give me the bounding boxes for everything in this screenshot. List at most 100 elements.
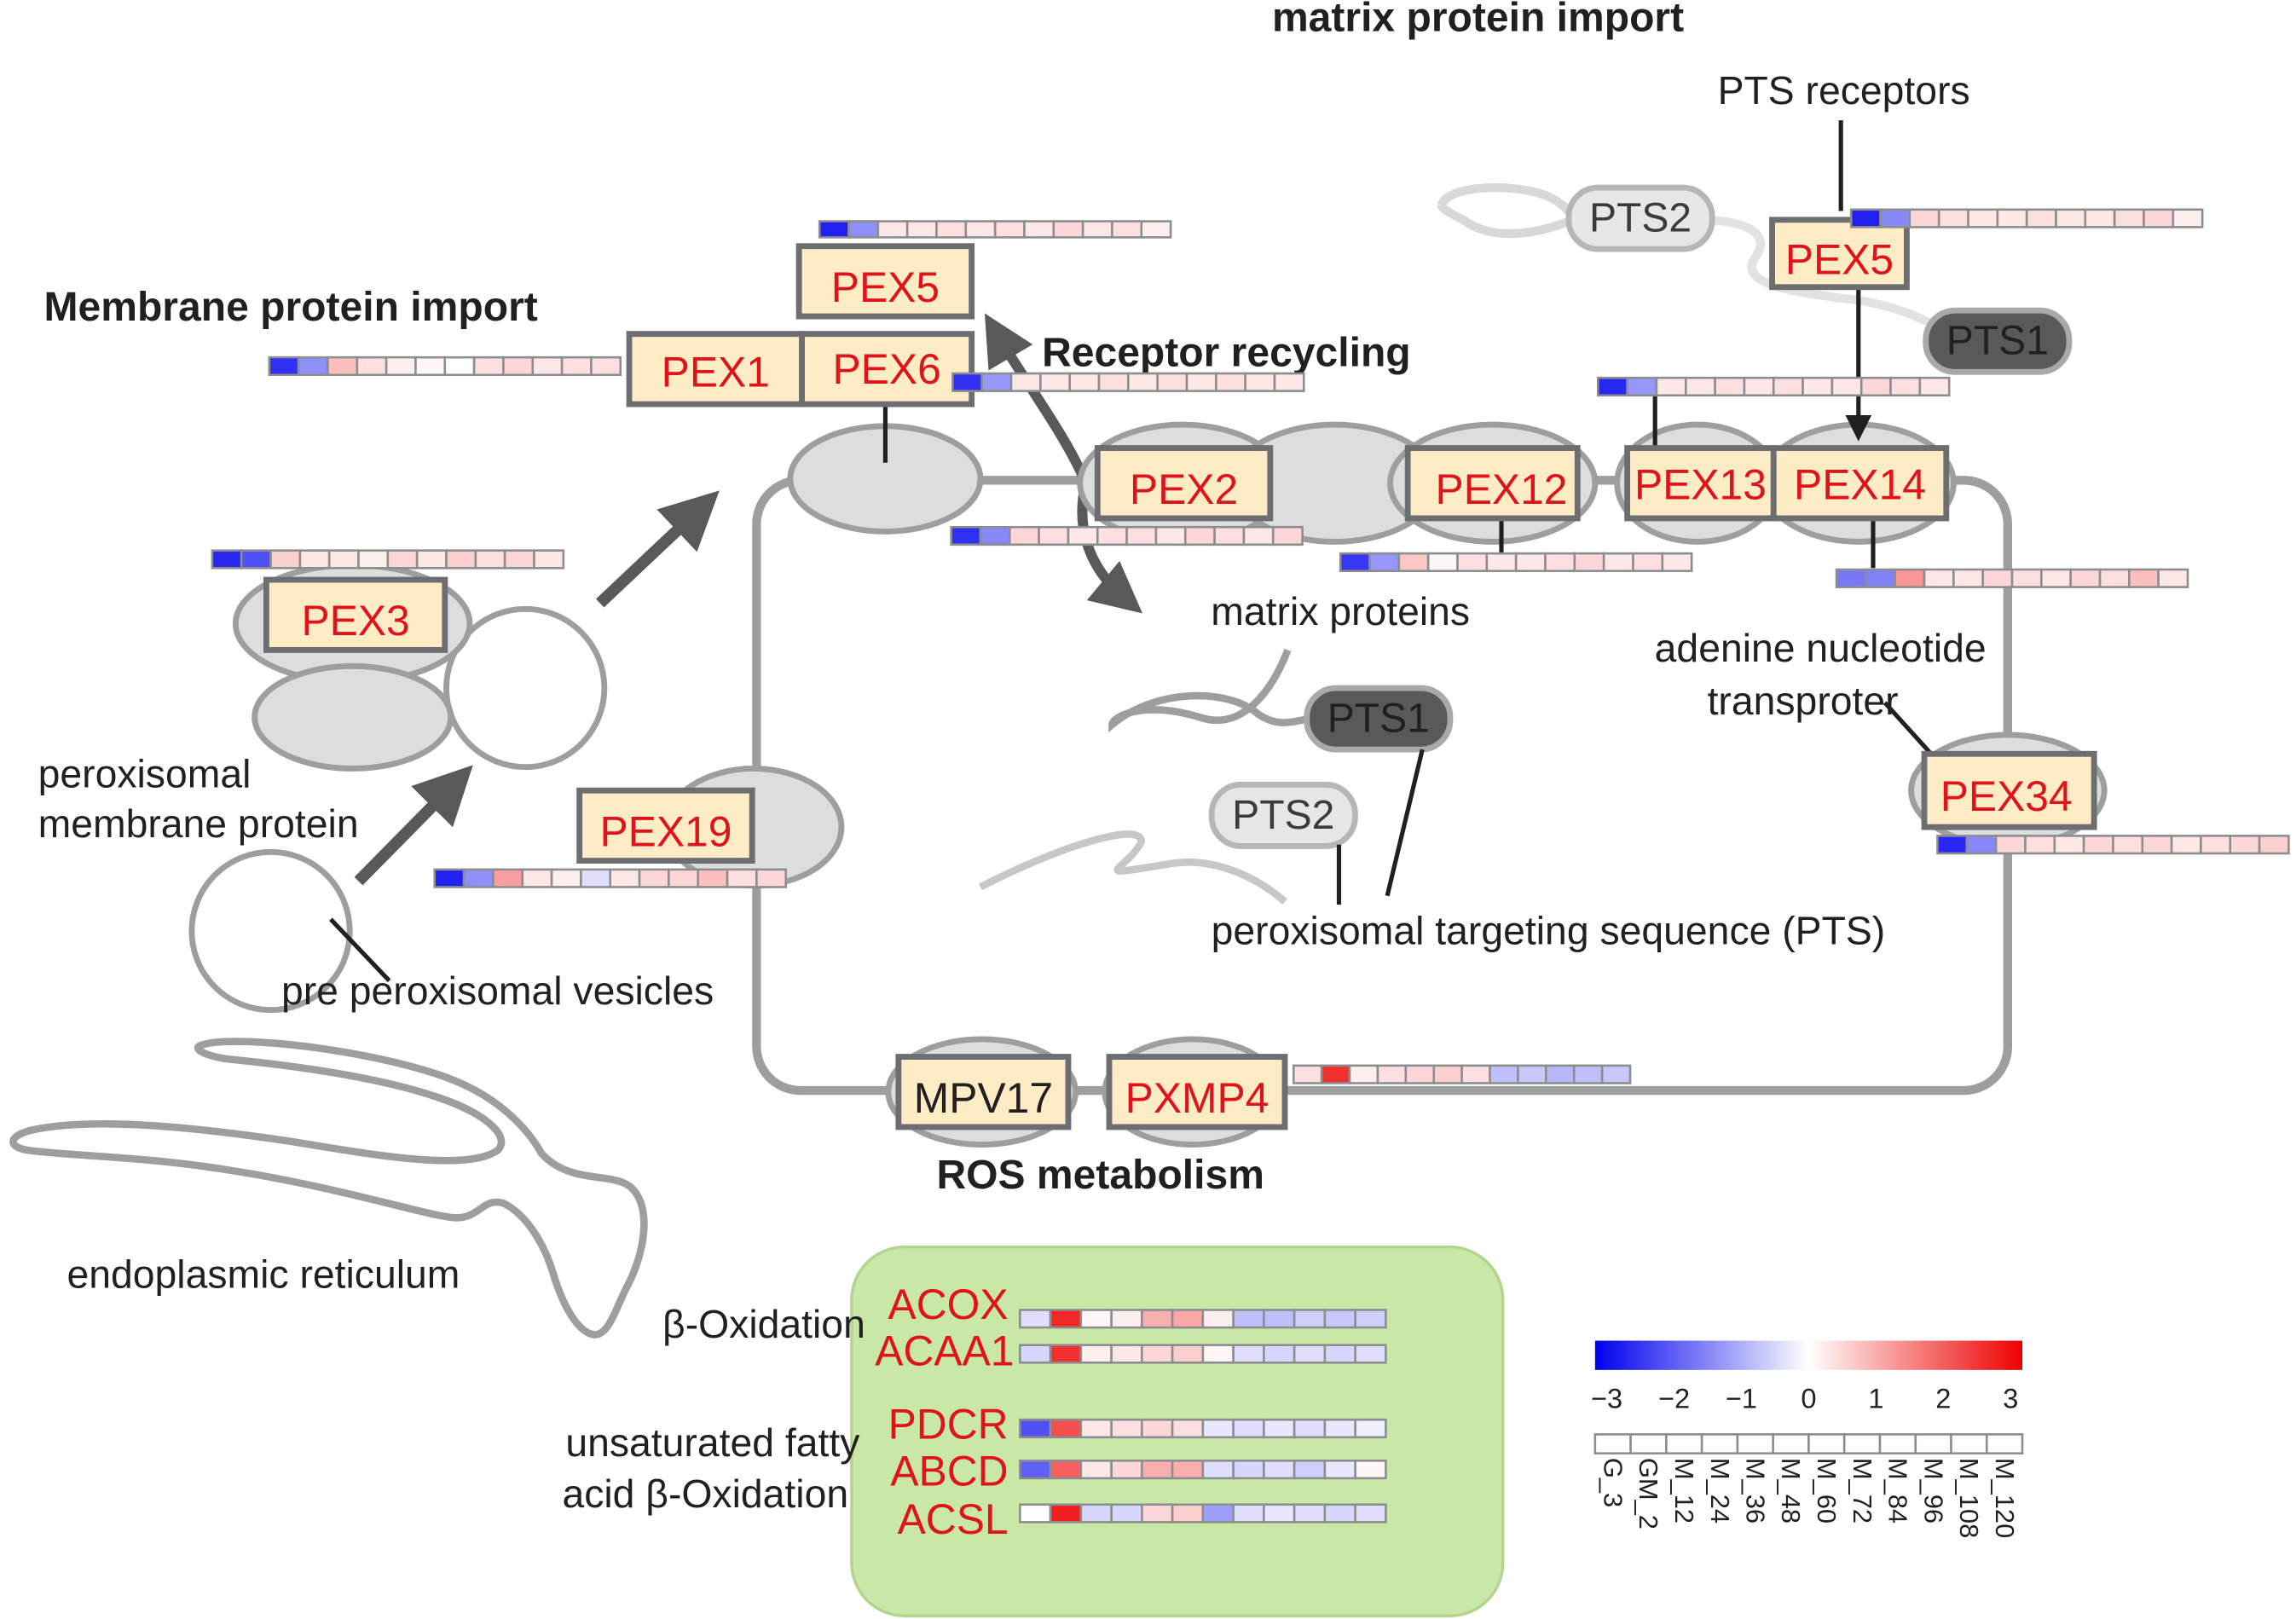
heatmap-cell-pex1-10 bbox=[560, 356, 593, 377]
heatmap-cell-pex3-9 bbox=[474, 549, 506, 570]
heatmap-cell-abcd-8 bbox=[1263, 1460, 1296, 1480]
pre-vesicle-leader bbox=[329, 917, 391, 983]
scale-tick-label: 1 bbox=[1868, 1382, 1883, 1414]
sample-legend-cell bbox=[1629, 1433, 1668, 1454]
heatmap-cell-pex34-5 bbox=[2082, 835, 2114, 855]
heatmap-cell-pxmp4-7 bbox=[1489, 1064, 1519, 1084]
pex3-label: PEX3 bbox=[301, 597, 409, 645]
heatmap-cell-pex14-10 bbox=[2128, 568, 2160, 588]
heatmap-cell-acox-10 bbox=[1323, 1309, 1356, 1329]
pts1-top-label: PTS1 bbox=[1946, 319, 2049, 364]
heatmap-cell-acox-3 bbox=[1110, 1309, 1143, 1329]
mpv17-box[interactable] bbox=[895, 1054, 1072, 1130]
heatmap-cell-pex12-5 bbox=[1485, 552, 1518, 573]
sample-legend-cell bbox=[1772, 1433, 1810, 1454]
heatmap-cell-pex5_right-8 bbox=[2084, 208, 2116, 228]
heatmap-cell-pex13-10 bbox=[1889, 376, 1922, 397]
pts1-inside-label: PTS1 bbox=[1327, 697, 1430, 742]
heatmap-cell-pdcr-7 bbox=[1232, 1418, 1265, 1439]
heatmap-pex12 bbox=[1339, 552, 1693, 573]
mpv17-label: MPV17 bbox=[914, 1074, 1053, 1122]
heatmap-cell-pex12-7 bbox=[1544, 552, 1576, 573]
heatmap-cell-pex34-2 bbox=[1994, 835, 2027, 855]
pex6-box[interactable] bbox=[799, 331, 975, 408]
pre-peroxisomal-vesicles-label: pre peroxisomal vesicles bbox=[281, 969, 714, 1013]
scale-tick-label: −1 bbox=[1726, 1382, 1757, 1414]
heatmap-cell-pex1-1 bbox=[297, 356, 329, 377]
heatmap-cell-pxmp4-8 bbox=[1517, 1064, 1547, 1084]
pex5-center-box[interactable] bbox=[795, 243, 975, 320]
heatmap-pex14 bbox=[1835, 568, 2189, 588]
pex1-box[interactable] bbox=[626, 331, 806, 408]
heatmap-cell-pex14-6 bbox=[2010, 568, 2043, 588]
heatmap-cell-acaa1-0 bbox=[1019, 1344, 1052, 1364]
heatmap-cell-pex1-0 bbox=[268, 356, 300, 377]
pex3-box[interactable] bbox=[263, 576, 448, 653]
sample-label: M_24 bbox=[1705, 1458, 1735, 1524]
heatmap-cell-pex6-9 bbox=[1215, 372, 1246, 392]
heatmap-cell-pex19-1 bbox=[462, 868, 494, 888]
pts2-inside-label: PTS2 bbox=[1232, 793, 1334, 838]
heatmap-cell-pex19-6 bbox=[609, 868, 641, 888]
heatmap-cell-pex19-5 bbox=[580, 868, 612, 888]
heatmap-cell-pex1-2 bbox=[327, 356, 359, 377]
heatmap-cell-acox-7 bbox=[1232, 1309, 1265, 1329]
heatmap-cell-pex2-7 bbox=[1154, 525, 1187, 546]
heatmap-cell-pxmp4-0 bbox=[1292, 1064, 1323, 1084]
heatmap-cell-abcd-4 bbox=[1141, 1460, 1174, 1480]
heatmap-acsl bbox=[1019, 1503, 1387, 1524]
sample-legend-cell bbox=[1914, 1433, 1952, 1454]
pex6-label: PEX6 bbox=[832, 345, 940, 393]
adenine-label-line2: transproter bbox=[1708, 679, 1899, 723]
heatmap-cell-pex13-7 bbox=[1802, 376, 1834, 397]
pex19-label: PEX19 bbox=[599, 807, 732, 855]
pex12-box[interactable] bbox=[1404, 445, 1581, 522]
heatmap-cell-pdcr-6 bbox=[1201, 1418, 1235, 1439]
heatmap-cell-pxmp4-5 bbox=[1432, 1064, 1463, 1084]
heatmap-cell-pex5_right-9 bbox=[2113, 208, 2145, 228]
heatmap-cell-acaa1-2 bbox=[1079, 1344, 1113, 1364]
heatmap-cell-abcd-10 bbox=[1323, 1460, 1356, 1480]
sample-legend-cell bbox=[1736, 1433, 1774, 1454]
heatmap-cell-pex5_center-8 bbox=[1052, 220, 1084, 239]
heatmap-cell-pex5_right-10 bbox=[2143, 208, 2175, 228]
heatmap-cell-pex1-3 bbox=[356, 356, 388, 377]
pex2-box[interactable] bbox=[1094, 445, 1274, 522]
heatmap-cell-acsl-4 bbox=[1141, 1503, 1174, 1524]
heatmap-cell-pdcr-8 bbox=[1263, 1418, 1296, 1439]
pre-peroxisomal-vesicle bbox=[188, 848, 353, 1014]
heatmap-cell-pex3-1 bbox=[240, 549, 272, 570]
heatmap-cell-pex12-11 bbox=[1661, 552, 1693, 573]
pex5-right-box[interactable] bbox=[1769, 217, 1910, 291]
heatmap-cell-pex34-3 bbox=[2024, 835, 2056, 855]
heatmap-cell-pex5_center-3 bbox=[905, 220, 938, 239]
pxmp4-box[interactable] bbox=[1106, 1054, 1288, 1130]
sample-label: M_36 bbox=[1740, 1458, 1770, 1524]
sample-legend-cell bbox=[1878, 1433, 1917, 1454]
membrane-protein-oval bbox=[252, 662, 454, 772]
heatmap-cell-pxmp4-9 bbox=[1545, 1064, 1576, 1084]
acox-label: ACOX bbox=[888, 1281, 1009, 1328]
sample-legend-cell bbox=[1842, 1433, 1882, 1454]
heatmap-cell-pex5_right-6 bbox=[2025, 208, 2057, 228]
endoplasmic-reticulum-shape bbox=[9, 1038, 648, 1339]
sample-label: M_12 bbox=[1669, 1458, 1699, 1524]
heatmap-cell-pex6-0 bbox=[951, 372, 983, 392]
heatmap-pex34 bbox=[1936, 835, 2290, 855]
heatmap-cell-pex14-11 bbox=[2157, 568, 2189, 588]
sample-legend-cell bbox=[1593, 1433, 1632, 1454]
pex14-box[interactable] bbox=[1770, 445, 1950, 522]
peroxisomal-membrane-label-line1: peroxisomal bbox=[38, 752, 252, 796]
heatmap-cell-pex13-8 bbox=[1830, 376, 1863, 397]
heatmap-cell-acsl-6 bbox=[1201, 1503, 1235, 1524]
heatmap-pex1 bbox=[268, 356, 622, 377]
heatmap-cell-pex6-2 bbox=[1009, 372, 1042, 392]
pex19-box[interactable] bbox=[576, 787, 755, 864]
heatmap-cell-pex3-2 bbox=[269, 549, 302, 570]
pex34-box[interactable] bbox=[1921, 750, 2097, 830]
sample-label: M_120 bbox=[1990, 1458, 2020, 1538]
scale-tick-label: 2 bbox=[1935, 1382, 1951, 1414]
heatmap-cell-pex5_right-11 bbox=[2172, 208, 2204, 228]
